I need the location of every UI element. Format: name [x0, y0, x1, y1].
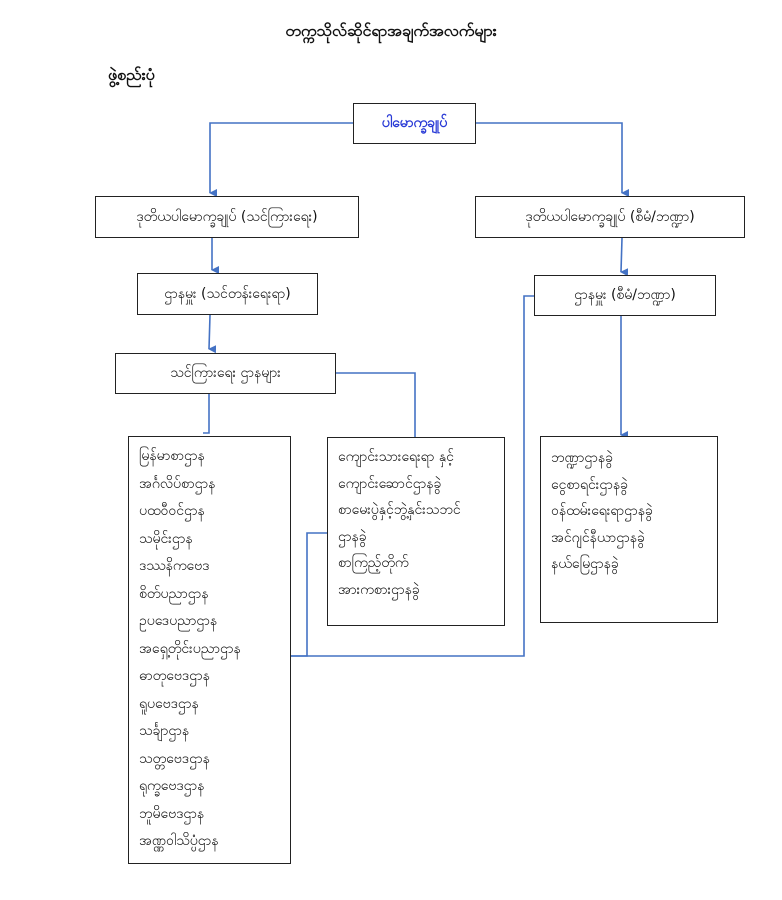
list-item: ဝန်ထမ်းရေးရာဌာနခွဲ [551, 503, 653, 519]
finance-admin-departments-list: ဘဏ္ဍာဌာနခွဲ ငွေစာရင်းဌာနခွဲ ဝန်ထမ်းရေးရာ… [540, 436, 718, 623]
list-item: စာကြည့်တိုက် [338, 555, 409, 571]
list-item: ကျောင်းသားရေးရာ နှင့် [338, 449, 454, 465]
head-admin-box: ဌာနမှူး (စီမံ/ဘဏ္ဍာ) [534, 275, 716, 316]
connector-subjects-to-student-affairs [290, 532, 327, 657]
vice-president-academic-box: ဒုတိယပါမောက္ခချုပ် (သင်ကြားရေး) [95, 196, 359, 238]
list-item: နယ်မြေဌာနခွဲ [551, 556, 619, 572]
list-item: သတ္တဗေဒဌာန [139, 750, 210, 767]
connector-subjects-to-head-admin [290, 295, 534, 657]
list-item: စိတ်ပညာဌာန [139, 585, 209, 602]
connector-head-teaching-to-teaching-depts [208, 314, 217, 354]
connector-teaching-depts-to-subjects [203, 394, 210, 434]
president-box: ပါမောက္ခချုပ် [353, 103, 476, 144]
connector-vice-admin-to-head-admin [620, 237, 629, 277]
list-item: အဏ္ဏဝါသိပ္ပံဌာန [139, 833, 219, 849]
section-label: ဖွဲ့စည်းပုံ [108, 65, 155, 84]
list-item: ပထဝီဝင်ဌာန [139, 503, 205, 519]
student-affairs-departments-list: ကျောင်းသားရေးရာ နှင့် ကျောင်းဆောင်ဌာနခွဲ… [327, 437, 505, 626]
list-item: သမိုင်းဌာန [139, 530, 193, 547]
list-item: ရူပဗေဒဌာန [139, 695, 199, 712]
list-item: ငွေစာရင်းဌာနခွဲ [551, 476, 628, 493]
list-item: မြန်မာစာဌာန [139, 448, 205, 464]
list-item: ဘဏ္ဍာဌာနခွဲ [551, 450, 613, 466]
list-item: ဌာနခွဲ [338, 528, 367, 545]
list-item: အင်ဂျင်နီယာဌာနခွဲ [551, 529, 645, 546]
head-teaching-box: ဌာနမှူး (သင်တန်းရေးရာ) [137, 273, 318, 315]
connector-top-to-vice-academic [209, 122, 353, 197]
list-item: ဒဿနိကဗေဒ [139, 558, 210, 574]
list-item: ဘူမိဗေဒဌာန [139, 805, 205, 822]
subject-departments-list: မြန်မာစာဌာန အင်္ဂလိပ်စာဌာန ပထဝီဝင်ဌာန သမ… [128, 436, 291, 864]
connector-teaching-depts-to-student-affairs [336, 372, 416, 437]
list-item: သင်္ချာဌာန [139, 723, 190, 739]
list-item: စာမေးပွဲနှင့်ဘွဲ့နှင်းသဘင် [338, 502, 461, 518]
list-item: အင်္ဂလိပ်စာဌာန [139, 475, 216, 492]
list-item: အားကစားဌာနခွဲ [338, 581, 420, 598]
teaching-departments-box: သင်ကြားရေး ဌာနများ [115, 353, 336, 394]
connector-top-to-vice-admin [476, 122, 629, 197]
list-item: ဓာတုဗေဒဌာန [139, 668, 210, 684]
list-item: ရုက္ခဗေဒဌာန [139, 778, 205, 794]
page-title: တက္ကသိုလ်ဆိုင်ရာအချက်အလက်များ [285, 21, 497, 40]
list-item: ဥပဒေပညာဌာန [139, 613, 218, 629]
list-item: ကျောင်းဆောင်ဌာနခွဲ [338, 475, 442, 492]
list-item: အရှေ့တိုင်းပညာဌာန [139, 640, 241, 657]
vice-president-admin-box: ဒုတိယပါမောက္ခချုပ် (စီမံ/ဘဏ္ဍာ) [475, 196, 745, 238]
